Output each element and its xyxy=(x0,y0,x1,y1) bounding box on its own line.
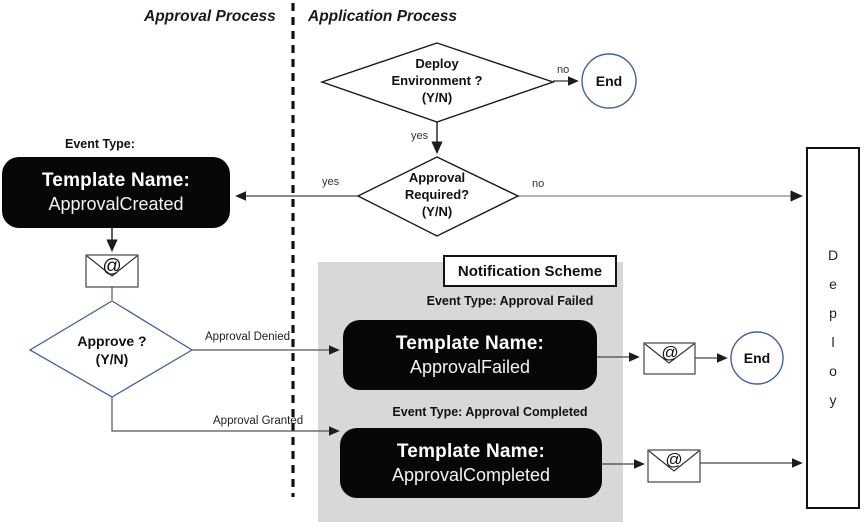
end-top-label: End xyxy=(595,73,623,89)
end-circle-mid xyxy=(730,331,784,385)
template-approval-created-box: Template Name: ApprovalCreated xyxy=(2,157,230,228)
end-circle-top xyxy=(581,53,637,109)
end-mid-label: End xyxy=(743,350,771,366)
edge-label-yes-left: yes xyxy=(322,176,340,188)
deploy-environment-diamond xyxy=(319,42,556,123)
deploy-environment-label: Deploy Environment ? (Y/N) xyxy=(391,56,483,105)
at-symbol-failed: @ xyxy=(661,343,679,362)
at-symbol-completed: @ xyxy=(665,450,683,469)
email-envelope-icon-failed xyxy=(643,342,696,375)
at-symbol-created: @ xyxy=(102,256,122,277)
email-envelope-icon-created xyxy=(85,254,139,288)
template-created-name: ApprovalCreated xyxy=(48,194,184,215)
template-completed-title: Template Name: xyxy=(396,440,546,462)
email-envelope-icon-completed xyxy=(647,449,701,483)
notification-scheme-title-box: Notification Scheme xyxy=(443,255,617,287)
template-completed-name: ApprovalCompleted xyxy=(391,464,551,485)
approval-required-label: Approval Required? (Y/N) xyxy=(404,170,470,219)
edge-label-no-right: no xyxy=(532,178,545,190)
approve-label: Approve ? (Y/N) xyxy=(77,333,147,368)
edge-label-yes-down: yes xyxy=(411,130,429,142)
template-failed-name: ApprovalFailed xyxy=(409,356,531,377)
notification-scheme-title: Notification Scheme xyxy=(457,262,603,280)
template-created-title: Template Name: xyxy=(41,170,191,192)
edge-label-no-top: no xyxy=(557,64,570,76)
event-type-completed-label: Event Type: Approval Completed xyxy=(392,405,588,419)
deploy-box: D e p l o y xyxy=(806,147,860,509)
edge-label-approval-granted: Approval Granted xyxy=(213,415,304,427)
edge-label-approval-denied: Approval Denied xyxy=(205,331,291,343)
edge-approval-granted xyxy=(111,397,340,436)
event-type-created-label: Event Type: xyxy=(65,137,135,151)
lane-title-approval-process: Approval Process xyxy=(144,8,276,25)
lane-title-application-process: Application Process xyxy=(308,8,458,25)
deploy-label: D e p l o y xyxy=(827,247,839,408)
approve-diamond xyxy=(28,300,194,398)
template-failed-title: Template Name: xyxy=(395,332,545,354)
approval-required-diamond xyxy=(356,156,520,237)
event-type-failed-label: Event Type: Approval Failed xyxy=(426,294,594,308)
template-approval-completed-box: Template Name: ApprovalCompleted xyxy=(340,428,602,498)
template-approval-failed-box: Template Name: ApprovalFailed xyxy=(343,320,597,390)
